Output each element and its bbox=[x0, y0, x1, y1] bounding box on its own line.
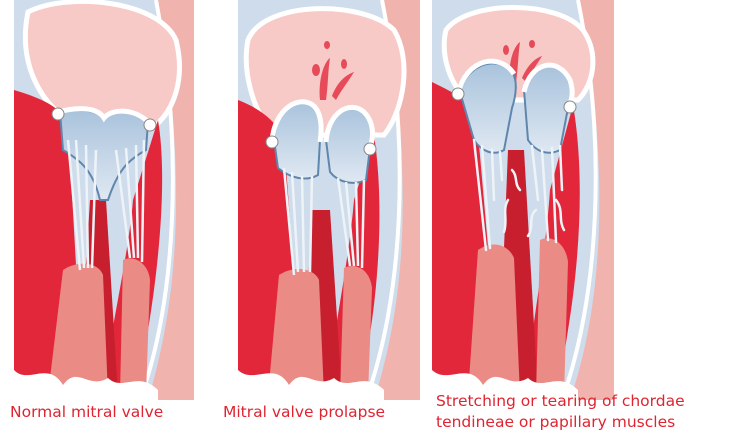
caption-normal-mitral-valve: Normal mitral valve bbox=[10, 402, 163, 423]
ruptured-chordae-illustration bbox=[428, 0, 614, 400]
normal-mitral-valve-illustration bbox=[8, 0, 194, 400]
caption-chordae-rupture-line2: tendineae or papillary muscles bbox=[436, 412, 675, 433]
caption-chordae-rupture-line1: Stretching or tearing of chordae bbox=[436, 391, 685, 412]
mitral-valve-prolapse-illustration bbox=[234, 0, 420, 400]
caption-mitral-valve-prolapse: Mitral valve prolapse bbox=[223, 402, 385, 423]
